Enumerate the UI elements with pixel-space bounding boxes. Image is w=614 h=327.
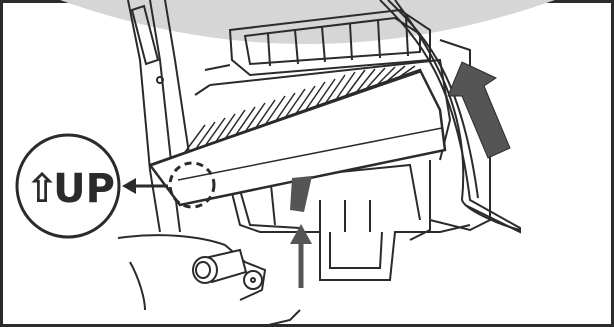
callout-label: UP: [53, 166, 115, 212]
up-callout: ⇧ UP: [17, 135, 119, 237]
